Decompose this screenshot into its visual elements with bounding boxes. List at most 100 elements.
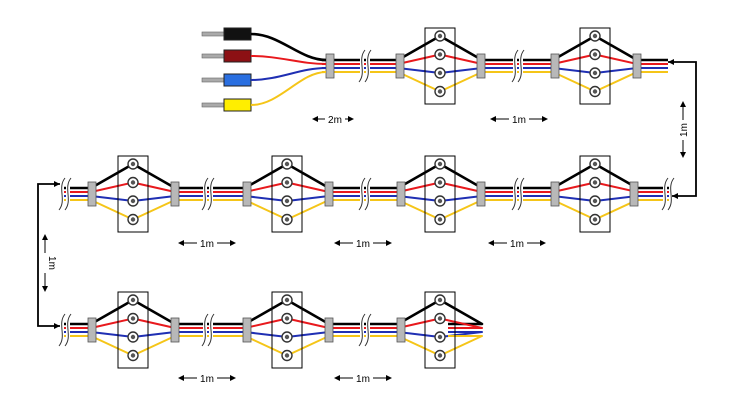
electrode-center [437, 33, 443, 39]
yellow-plug [201, 71, 327, 112]
plug-body [223, 98, 252, 112]
row-turn-connectors [37, 59, 697, 329]
take-out-board [424, 291, 456, 369]
plug-lead [250, 67, 327, 81]
break-curve [358, 177, 366, 211]
turn-right-bracket [668, 61, 697, 197]
cable-clip [550, 181, 560, 207]
break-curve [64, 177, 72, 211]
arrow-head-left [312, 116, 318, 122]
break-mark-icon [358, 313, 372, 347]
electrode-center [592, 70, 598, 76]
electrode-center [437, 89, 443, 94]
electrode-center [437, 217, 443, 222]
cable-wire-black [322, 34, 668, 62]
cable-wire-red [322, 53, 668, 65]
cable-clip [170, 317, 180, 343]
cable-wire-yellow [60, 335, 483, 357]
electrode-center [284, 217, 290, 222]
plug-pin [201, 102, 225, 108]
distance-label: 1m [46, 256, 57, 270]
take-out-board [271, 291, 303, 369]
break-curve [207, 313, 215, 347]
electrode-center [592, 180, 598, 185]
arrow-head-down [680, 152, 686, 158]
turn-left-bracket [37, 183, 60, 327]
cable-clip [632, 53, 642, 79]
plug-lead [250, 71, 327, 106]
arrow-head-left [490, 116, 496, 122]
arrow-head-left [334, 375, 340, 381]
electrode-center [592, 33, 598, 39]
arrow-head-down [42, 286, 48, 292]
electrode-center [130, 353, 136, 358]
break-curve [364, 313, 372, 347]
arrow-head-left [178, 240, 184, 246]
board-outline [117, 155, 149, 233]
electrode-center [592, 217, 598, 222]
electrode-center [437, 161, 443, 167]
take-out-board [271, 155, 303, 233]
distance-label: 1m [200, 239, 214, 250]
take-out-board [117, 291, 149, 369]
arrow-head-right [230, 375, 236, 381]
break-mark-icon [358, 177, 372, 211]
break-curve [58, 313, 66, 347]
distance-marker-row1-b: 1m [490, 113, 548, 126]
break-curve [517, 177, 525, 211]
electrode-center [437, 180, 443, 185]
plug-pin [201, 53, 225, 59]
break-curve [201, 313, 209, 347]
electrode-center [130, 316, 136, 321]
plug-pin [201, 77, 225, 83]
distance-label: 1m [679, 123, 690, 137]
cable-wire-red [60, 317, 483, 329]
distance-label: 2m [328, 115, 342, 126]
distance-label: 1m [200, 374, 214, 385]
arrow-head-right [386, 375, 392, 381]
arrow-head-right [348, 116, 354, 122]
electrode-center [130, 161, 136, 167]
break-mark-icon [201, 177, 215, 211]
cable-clip [550, 53, 560, 79]
cable-clip [476, 181, 486, 207]
arrow-head-left [178, 375, 184, 381]
arrow-head-right [386, 240, 392, 246]
electrode-center [284, 180, 290, 185]
break-curve [58, 177, 66, 211]
distance-marker-row3-a: 1m [178, 372, 236, 385]
electrode-center [130, 297, 136, 303]
cable-wire-blue [60, 331, 483, 338]
arrow-head-left [488, 240, 494, 246]
distance-marker-row2-a: 1m [178, 237, 236, 250]
electrode-center [437, 334, 443, 340]
black-plug [201, 27, 327, 62]
cable-clip [170, 181, 180, 207]
cable-clip [395, 53, 405, 79]
break-curve [517, 49, 525, 83]
cable-clip [476, 53, 486, 79]
take-out-board [424, 155, 456, 233]
break-mark-icon [58, 177, 72, 211]
distance-label: 1m [512, 115, 526, 126]
arrow-head-right [540, 240, 546, 246]
board-outline [579, 155, 611, 233]
turn-arrow-icon [672, 193, 678, 199]
plug-body [223, 73, 252, 87]
break-curve [667, 177, 675, 211]
take-out-board [579, 27, 611, 105]
cable-clip [87, 181, 97, 207]
electrode-center [284, 316, 290, 321]
electrode-center [284, 161, 290, 167]
electrode-center [437, 70, 443, 76]
electrode-center [437, 198, 443, 204]
break-curve [364, 177, 372, 211]
break-mark-icon [511, 49, 525, 83]
cable-clips [87, 53, 642, 343]
distance-marker-turn-left: 1m [39, 234, 57, 292]
arrow-head-right [230, 240, 236, 246]
cable-break-marks [58, 49, 675, 347]
electrode-center [284, 198, 290, 204]
board-outline [424, 291, 456, 369]
